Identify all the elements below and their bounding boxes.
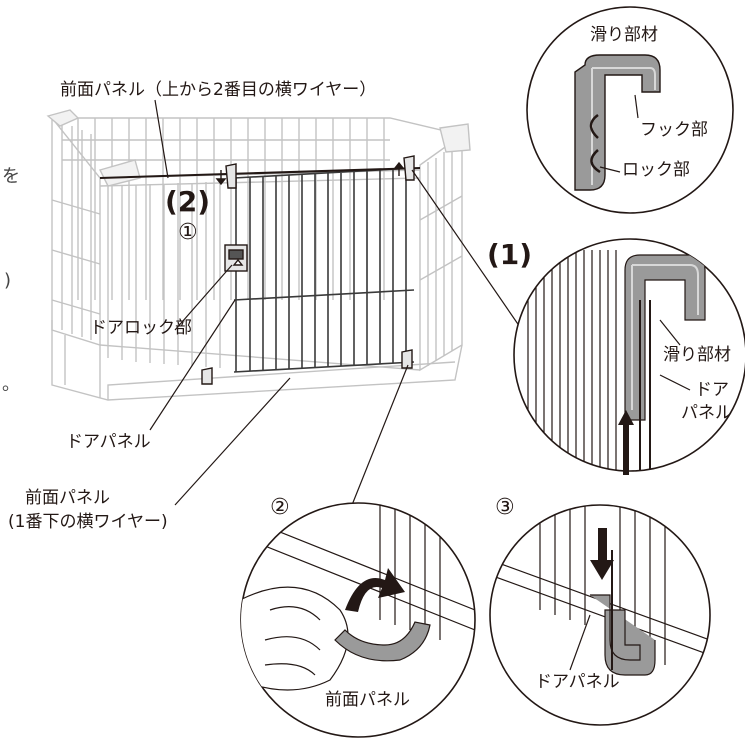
detail-circle-step3 xyxy=(489,504,711,726)
curved-arrow-step2 xyxy=(345,568,405,612)
down-arrow-step3 xyxy=(590,528,614,580)
cage-front-panel xyxy=(99,169,421,371)
cage-tray xyxy=(51,320,463,401)
cage-right-side xyxy=(419,133,463,372)
cage-left-side xyxy=(51,116,101,346)
door-lock-graphic xyxy=(224,244,248,272)
door-panel-graphic xyxy=(233,167,415,373)
cage-hooks xyxy=(201,155,415,385)
step-label-2: (2) xyxy=(165,185,211,218)
step-marker-2: ② xyxy=(270,495,290,520)
detail-circle-top xyxy=(526,6,734,214)
hook-arrows xyxy=(215,161,405,186)
label-door-detail-1: ドア xyxy=(695,380,729,400)
cage-back-wires xyxy=(62,118,390,300)
label-front-panel-bottom-2: (1番下の横ワイヤー) xyxy=(8,512,168,532)
detail-circle-middle xyxy=(513,238,745,475)
label-front-panel-top-wire: 前面パネル（上から2番目の横ワイヤー） xyxy=(60,80,377,100)
step-label-1: (1) xyxy=(487,238,533,271)
label-door-detail-2: パネル xyxy=(681,403,732,423)
up-arrow xyxy=(618,410,634,475)
label-front-panel-detail: 前面パネル xyxy=(325,690,410,710)
leader-lines xyxy=(149,99,523,506)
edge-fragment-3: 。 xyxy=(2,374,20,395)
edge-fragment-1: を xyxy=(2,166,20,187)
detail-circle-step2 xyxy=(240,502,476,738)
label-hook-part: フック部 xyxy=(640,120,708,140)
label-slide-member-top: 滑り部材 xyxy=(590,25,658,45)
label-door-lock: ドアロック部 xyxy=(90,318,192,338)
label-slide-member-detail: 滑り部材 xyxy=(663,345,731,365)
cage-illustration xyxy=(46,109,471,401)
label-lock-part: ロック部 xyxy=(622,160,690,180)
label-door-panel: ドアパネル xyxy=(66,432,151,452)
label-front-panel-bottom-1: 前面パネル xyxy=(25,488,110,508)
front-top-wire xyxy=(99,167,421,179)
step-marker-1: ① xyxy=(178,220,198,245)
edge-fragment-2: ) xyxy=(4,270,12,291)
label-door-panel-detail: ドアパネル xyxy=(535,672,620,692)
step-marker-3: ③ xyxy=(495,495,515,520)
